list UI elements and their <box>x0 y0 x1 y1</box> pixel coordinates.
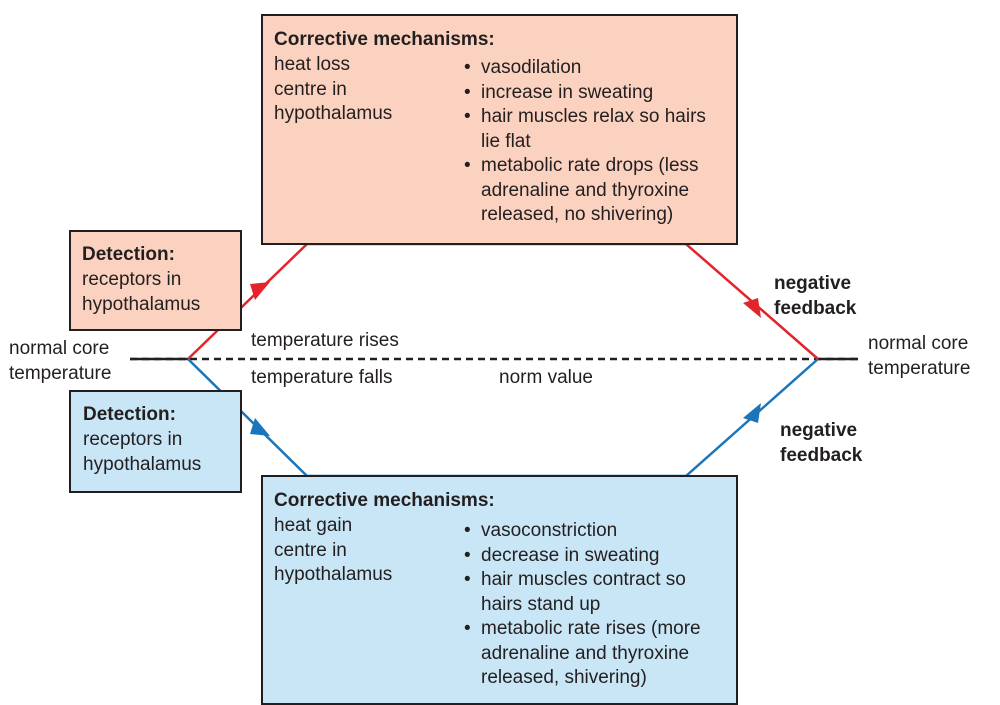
negative-feedback-bottom-label: negative feedback <box>780 420 863 466</box>
bullet: • <box>464 544 471 566</box>
bullet: • <box>464 155 471 176</box>
heat-loss-centre: heat loss centre in hypothalamus <box>274 54 393 124</box>
temperature-rises-label: temperature rises <box>251 330 399 351</box>
heat-loss-box: Corrective mechanisms: heat loss centre … <box>261 14 738 245</box>
heat-gain-centre: heat gain centre in hypothalamus <box>274 515 393 585</box>
bullet: • <box>464 569 471 590</box>
fall-arrowhead <box>250 418 270 436</box>
heat-loss-mechanisms: • vasodilation • increase in sweating • hai… <box>464 56 706 228</box>
bullet: • <box>464 106 471 127</box>
mechanism-text: vasodilation <box>481 57 582 78</box>
bullet: • <box>464 57 471 78</box>
detection-top-heading: Detection: <box>82 244 175 265</box>
mechanism-text: metabolic rate rises (more adrenaline an… <box>481 618 701 688</box>
mechanism-text: decrease in sweating <box>481 544 660 566</box>
mechanism-text: increase in sweating <box>481 81 654 103</box>
rise-arrowhead <box>250 282 270 300</box>
heat-gain-box: Corrective mechanisms: heat gain centre … <box>261 475 738 705</box>
mechanism-text: hair muscles contract so hairs stand up <box>481 569 686 615</box>
mechanism-item: • increase in sweating <box>464 81 706 106</box>
detection-top-text: receptors in hypothalamus <box>82 269 201 315</box>
detection-bottom-heading: Detection: <box>83 404 176 425</box>
mechanism-item: • metabolic rate rises (more adrenaline a… <box>464 617 701 691</box>
detection-bottom-box: Detection: receptors in hypothalamus <box>69 390 242 493</box>
mechanism-text: hair muscles relax so hairs lie flat <box>481 106 706 152</box>
left-normal-label: normal core temperature <box>9 338 112 384</box>
mechanism-item: • decrease in sweating <box>464 544 701 569</box>
mechanism-item: • hair muscles contract so hairs stand up <box>464 568 701 617</box>
mechanism-item: • metabolic rate drops (less adrenaline a… <box>464 154 706 228</box>
feedback-top-arrowhead <box>743 298 761 318</box>
heat-loss-heading: Corrective mechanisms: <box>274 29 495 50</box>
norm-value-label: norm value <box>499 367 593 388</box>
heat-gain-mechanisms: •vasoconstriction •decrease in sweating … <box>464 519 701 691</box>
heat-gain-heading: Corrective mechanisms: <box>274 490 495 511</box>
bullet: • <box>464 618 471 639</box>
right-normal-label: normal core temperature <box>868 333 971 379</box>
temperature-falls-label: temperature falls <box>251 367 393 388</box>
bullet: • <box>464 81 471 103</box>
mechanism-item: • vasoconstriction <box>464 519 701 544</box>
mechanism-text: metabolic rate drops (less adrenaline an… <box>481 155 699 225</box>
detection-bottom-text: receptors in hypothalamus <box>83 429 202 475</box>
feedback-bottom-arrowhead <box>743 403 761 423</box>
bullet: • <box>464 520 471 541</box>
detection-top-box: Detection: receptors in hypothalamus <box>69 230 242 331</box>
negative-feedback-top-label: negative feedback <box>774 273 857 319</box>
mechanism-item: • vasodilation <box>464 56 706 81</box>
mechanism-item: • hair muscles relax so hairs lie flat <box>464 105 706 154</box>
mechanism-text: vasoconstriction <box>481 520 618 541</box>
